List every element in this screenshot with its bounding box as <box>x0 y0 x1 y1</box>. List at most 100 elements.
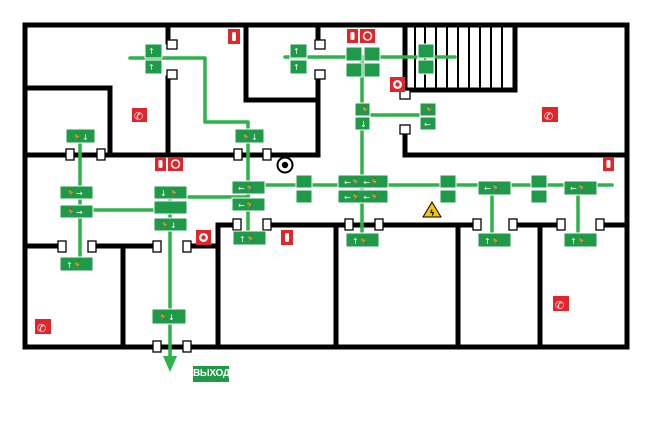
door <box>182 340 192 353</box>
door <box>65 148 75 161</box>
outer-wall <box>22 22 630 350</box>
exit-sign <box>563 180 598 196</box>
exit-sign <box>59 256 94 272</box>
walls <box>22 22 630 350</box>
fire-extinguisher-icon <box>603 157 614 171</box>
svg-text:↓: ↓ <box>360 120 367 129</box>
svg-text:ϟ: ϟ <box>430 209 435 218</box>
fire-alarm-button-icon <box>390 77 405 92</box>
you-are-here-icon <box>276 156 294 174</box>
door <box>472 218 482 231</box>
door <box>399 124 411 135</box>
exit-sign <box>354 102 371 117</box>
exit-sign-glyphs: ↑↑ ↑↑ 🏃↓🏃↓ 🏃→🏃→ ↓ 🏃🏃↓ ←🏃←🏃 ←🏃 ←🏃←🏃 ←🏃 ←🏃… <box>66 47 587 322</box>
exit-sign <box>289 59 308 75</box>
svg-text:↑: ↑ <box>293 63 300 72</box>
door <box>233 148 243 161</box>
fire-extinguisher-icon <box>228 29 240 44</box>
exit-sign <box>151 308 187 325</box>
fire-alarm-button-icon <box>196 230 211 245</box>
fire-phone-icon: ✆ <box>35 319 51 335</box>
door <box>556 218 566 231</box>
door <box>508 218 518 231</box>
svg-text:↑🏃: ↑🏃 <box>239 234 256 244</box>
svg-text:←🏃: ←🏃 <box>570 183 587 193</box>
door <box>57 240 67 253</box>
svg-text:←: ← <box>424 120 431 129</box>
svg-text:↑🏃: ↑🏃 <box>352 236 369 246</box>
svg-text:🏃↓: 🏃↓ <box>241 132 258 142</box>
svg-text:↑: ↑ <box>148 47 155 56</box>
exit-sign <box>232 230 267 246</box>
fire-equipment: ✆ ✆ ✆ ✆ <box>35 29 614 335</box>
door <box>166 69 178 80</box>
fire-hose-icon <box>360 29 375 43</box>
exit-sign <box>477 180 512 196</box>
exit-sign <box>419 102 437 117</box>
exit-sign <box>231 197 266 212</box>
exit-label: ВЫХОД <box>193 366 230 382</box>
fire-extinguisher-icon <box>281 230 293 245</box>
svg-text:←🏃 ←🏃: ←🏃 ←🏃 <box>344 177 380 187</box>
route-line <box>128 56 250 187</box>
svg-text:✆: ✆ <box>555 299 564 312</box>
exit-sign <box>345 232 380 248</box>
svg-text:🏃↓: 🏃↓ <box>72 132 89 142</box>
exit-sign <box>563 232 598 248</box>
svg-text:🏃: 🏃 <box>360 105 370 115</box>
svg-text:🏃→: 🏃→ <box>66 207 83 217</box>
exit-sign <box>144 59 163 75</box>
svg-text:↑: ↑ <box>148 63 155 72</box>
svg-text:↑: ↑ <box>293 47 300 56</box>
exit-sign <box>231 180 266 195</box>
exit-sign <box>153 217 188 232</box>
svg-text:↑🏃: ↑🏃 <box>484 236 501 246</box>
door <box>152 240 162 253</box>
fire-phone-icon: ✆ <box>553 296 569 312</box>
exit-sign <box>65 128 96 144</box>
svg-text:🏃↓: 🏃↓ <box>160 220 177 230</box>
fire-phone-icon: ✆ <box>132 108 147 123</box>
svg-text:✆: ✆ <box>544 110 553 123</box>
exit-arrow <box>163 356 177 372</box>
exit-sign <box>337 189 389 204</box>
svg-text:↓ 🏃: ↓ 🏃 <box>160 188 179 198</box>
exit-sign <box>419 116 437 131</box>
door <box>232 218 242 231</box>
svg-text:↑🏃: ↑🏃 <box>570 236 587 246</box>
exit-sign <box>363 46 381 62</box>
exit-sign <box>363 62 381 78</box>
electrical-hazard-icon: ϟ <box>422 201 442 218</box>
door <box>262 148 272 161</box>
fire-hose-icon <box>168 157 183 171</box>
svg-text:←🏃: ←🏃 <box>238 200 255 210</box>
door <box>166 39 178 50</box>
exit-sign <box>477 232 512 248</box>
exit-sign <box>59 185 94 200</box>
svg-text:🏃: 🏃 <box>424 105 434 115</box>
exit-sign <box>439 189 457 204</box>
door <box>152 340 162 353</box>
svg-text:🏃→: 🏃→ <box>66 188 83 198</box>
exit-sign <box>234 128 265 144</box>
exit-signs <box>59 43 598 325</box>
exit-sign <box>59 204 94 219</box>
door <box>314 69 326 80</box>
door <box>96 148 106 161</box>
exit-sign <box>295 189 313 204</box>
exit-sign <box>289 43 308 59</box>
exit-sign <box>345 46 363 62</box>
svg-text:←🏃 ←🏃: ←🏃 ←🏃 <box>344 192 380 202</box>
door <box>314 39 326 50</box>
door <box>262 218 272 231</box>
fire-extinguisher-icon <box>155 157 166 171</box>
door <box>87 240 97 253</box>
svg-text:↑🏃: ↑🏃 <box>66 260 83 270</box>
exit-sign <box>439 174 457 189</box>
fire-phone-icon: ✆ <box>542 107 558 123</box>
exit-sign <box>417 59 435 75</box>
fire-extinguisher-icon <box>347 29 358 43</box>
exit-sign <box>345 62 363 78</box>
door <box>595 218 605 231</box>
